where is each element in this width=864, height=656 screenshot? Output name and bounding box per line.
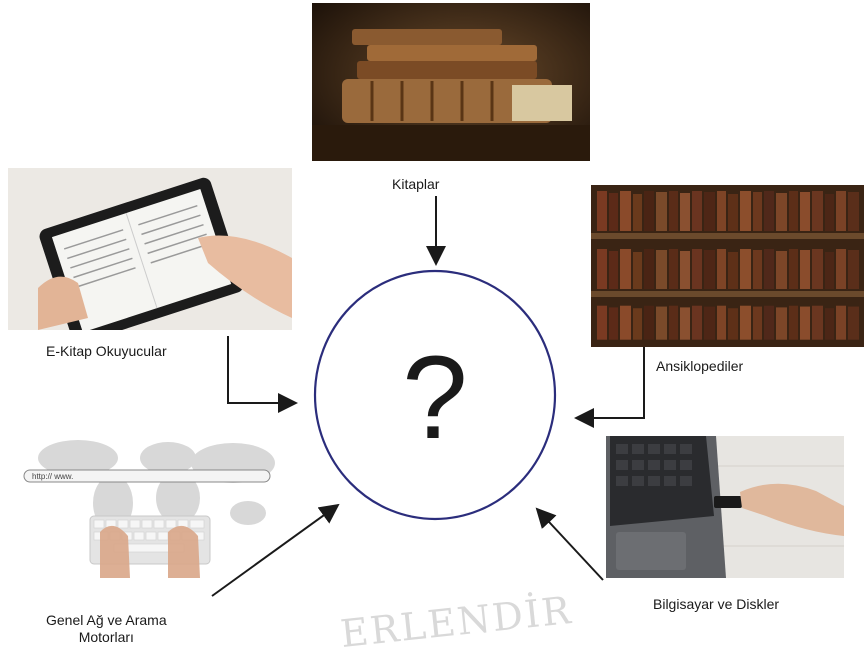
books-image xyxy=(312,3,590,161)
web-label-line1: Genel Ağ ve Arama xyxy=(46,612,167,628)
computer-label: Bilgisayar ve Diskler xyxy=(653,596,780,612)
arrow-from-ebook xyxy=(227,336,298,413)
computer-disk-image xyxy=(606,436,844,578)
ebook-label: E-Kitap Okuyucular xyxy=(46,343,167,359)
question-mark: ? xyxy=(402,332,468,464)
arrow-from-computer xyxy=(535,507,604,581)
web-search-image: http:// www. xyxy=(18,428,288,596)
address-bar-text: http:// www. xyxy=(32,472,73,481)
books-label: Kitaplar xyxy=(392,176,440,192)
web-label-line2: Motorları xyxy=(78,629,134,645)
web-label: Genel Ağ ve Arama Motorları xyxy=(46,612,167,646)
arrow-from-web xyxy=(211,503,340,597)
center-circle xyxy=(313,269,557,521)
encyclopedia-image xyxy=(591,185,864,347)
ebook-reader-image xyxy=(8,168,292,330)
encyclopedia-label: Ansiklopediler xyxy=(656,358,744,374)
arrow-from-encyclopedia xyxy=(574,347,645,428)
